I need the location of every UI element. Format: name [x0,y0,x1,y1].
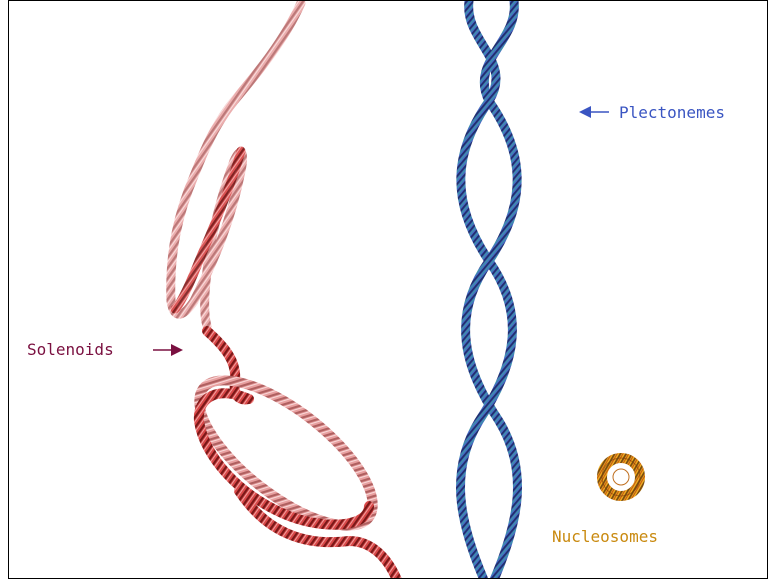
solenoids-arrow-icon [153,344,183,356]
plectoneme-fiber [460,1,517,579]
nucleosome-coil [602,458,640,496]
solenoid-fiber-upper [171,3,301,326]
plectonemes-arrow-icon [579,106,609,118]
solenoid-fiber-lower [177,331,397,579]
solenoids-label: Solenoids [27,342,114,358]
dna-structures-illustration [9,1,768,579]
plectonemes-label: Plectonemes [619,105,725,121]
figure-frame: Plectonemes Solenoids Nucleosomes [8,0,768,579]
nucleosomes-label: Nucleosomes [552,529,658,545]
